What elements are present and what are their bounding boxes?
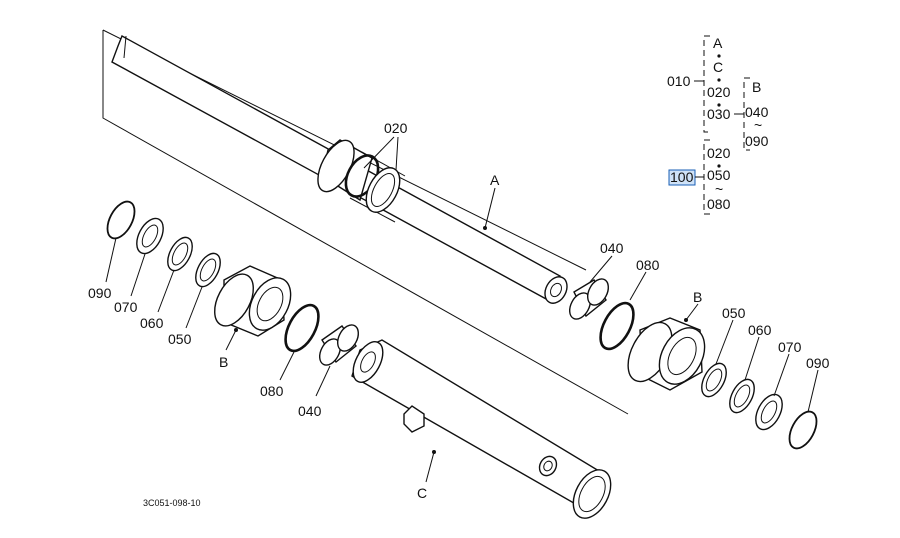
label-r-080: 080 [636,257,660,273]
piston-rod [111,35,568,304]
legend-080: 080 [707,196,731,212]
bushing-left [318,324,360,366]
label-l-050: 050 [168,331,192,347]
legend-tilde-2: ~ [715,181,723,197]
label-r-070: 070 [778,339,802,355]
legend-010: 010 [667,73,691,89]
oring-left [284,303,320,353]
seal-060-right [729,378,755,414]
cylinder-tube [351,339,612,519]
legend-090: 090 [745,133,769,149]
legend-100[interactable]: 100 [670,169,694,185]
label-a: A [490,172,500,188]
legend-a: A [713,35,723,51]
snap-ring-090-left [106,200,136,240]
label-l-040: 040 [298,403,322,419]
legend-b: B [752,79,761,95]
oring-right [599,301,635,351]
seal-070-right [755,393,783,431]
legend-040: 040 [745,104,769,120]
gland-right [627,317,706,391]
gland-left [214,265,292,337]
snap-ring-090-right [788,410,818,450]
label-l-090: 090 [88,285,112,301]
seal-070-left [136,217,164,255]
label-c: C [417,485,427,501]
label-b-right: B [693,289,702,305]
label-l-080: 080 [260,383,284,399]
label-r-050: 050 [722,305,746,321]
bushing-right [568,278,610,320]
label-b-left: B [219,354,228,370]
seal-050-right [701,362,727,398]
label-r-040: 040 [600,240,624,256]
legend-020b: 020 [707,145,731,161]
parts-legend: A C 010 020 030 B 040 ~ 090 020 100 050 … [667,35,769,215]
seal-060-left [167,236,193,272]
legend-tilde-1: ~ [754,117,762,133]
label-r-090: 090 [806,355,830,371]
seal-050-left [195,252,221,288]
label-l-060: 060 [140,315,164,331]
rod-seal-ring-2 [365,167,401,213]
diagram-code: 3C051-098-10 [143,498,201,508]
legend-c: C [713,59,723,75]
label-r-060: 060 [748,322,772,338]
label-rod-020: 020 [384,120,408,136]
legend-020a: 020 [707,84,731,100]
label-l-070: 070 [114,299,138,315]
legend-030: 030 [707,106,731,122]
legend-050: 050 [707,167,731,183]
